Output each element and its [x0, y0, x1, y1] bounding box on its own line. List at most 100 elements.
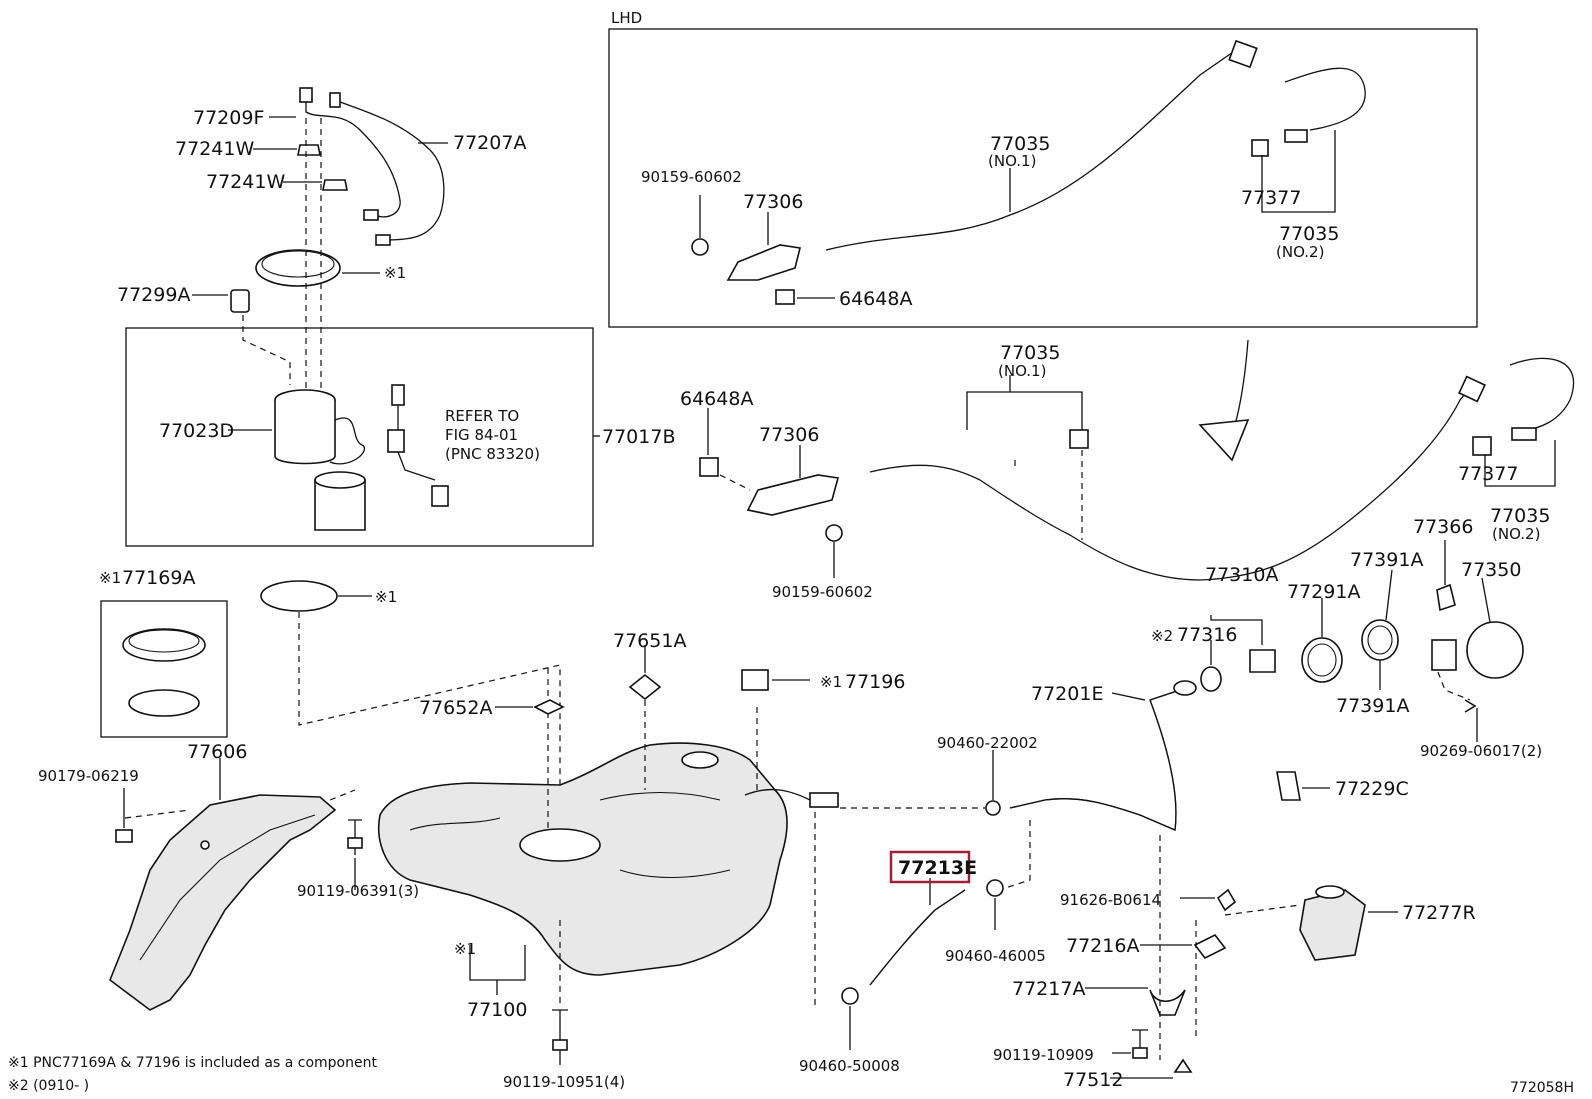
label-77017B: 77017B: [602, 426, 675, 448]
label-64648A: 64648A: [680, 388, 753, 410]
label-lhd-77035-no2: 77035: [1279, 223, 1339, 245]
label-91626-B0614: 91626-B0614: [1060, 891, 1161, 909]
label-77196: 77196: [845, 671, 905, 693]
clip-77241W-b: [322, 179, 348, 191]
label-77201E: 77201E: [1031, 683, 1103, 705]
valve-77196: [741, 669, 769, 691]
lid-spring-77366: [1436, 583, 1456, 612]
plug-77512: [1173, 1058, 1193, 1073]
pump-module-77023D: [274, 400, 336, 465]
pump-section: 77209F 77241W 77241W 77207A ※1 77299A: [117, 87, 526, 398]
lhd-77377-clip: [1251, 139, 1269, 157]
cap-77310A: [1249, 649, 1276, 673]
mark-tank: ※1: [454, 940, 476, 958]
lhd-screw: [691, 238, 709, 256]
footnote-1: ※1 PNC77169A & 77196 is included as a co…: [8, 1055, 377, 1071]
clip-77229C: [1276, 771, 1301, 801]
label-77651A: 77651A: [613, 630, 686, 652]
fuel-tank-77100: 77651A ※1 77196 77652A ※1 77100 90119-10…: [378, 630, 905, 1091]
label-77207A: 77207A: [453, 132, 526, 154]
label-77366: 77366: [1413, 516, 1473, 538]
label-lhd-77306: 77306: [743, 191, 803, 213]
lhd-inset: LHD 90159-60602 77306 64648A 77035 (NO.1…: [608, 9, 1478, 328]
label-90460-50008: 90460-50008: [799, 1057, 900, 1075]
label-77652A: 77652A: [419, 697, 492, 719]
label-77035-top: 77035: [1000, 342, 1060, 364]
label-90179-06219: 90179-06219: [38, 767, 139, 785]
mark-gasket: ※1: [375, 588, 397, 606]
footnote-2: ※2 (0910- ): [8, 1078, 89, 1094]
clip-77377: [1472, 436, 1492, 456]
label-77217A: 77217A: [1012, 978, 1085, 1000]
mark-77196: ※1: [820, 673, 842, 691]
label-90119-06391: 90119-06391(3): [297, 882, 419, 900]
lhd-cable: [825, 49, 1237, 251]
label-90460-46005: 90460-46005: [945, 947, 1046, 965]
figure-code: 772058H: [1510, 1080, 1574, 1096]
label-90159-60602: 90159-60602: [772, 583, 873, 601]
label-lhd-64648A: 64648A: [839, 288, 912, 310]
mark-77316: ※2: [1151, 627, 1173, 645]
lid-hinge: [1431, 639, 1457, 671]
refer-line-1: REFER TO: [445, 407, 519, 425]
label-77209F: 77209F: [193, 107, 264, 129]
clamp-90460-46005: [986, 879, 1004, 897]
label-90460-22002: 90460-22002: [937, 734, 1038, 752]
label-77035-no1: (NO.1): [998, 362, 1046, 380]
label-77391A-bottom: 77391A: [1336, 695, 1409, 717]
label-lhd-no1: (NO.1): [988, 152, 1036, 170]
label-lhd-77377: 77377: [1241, 187, 1301, 209]
cable-77035: [869, 387, 1471, 581]
valve-77299A: [230, 289, 250, 313]
pad-77651A: [628, 673, 662, 701]
filler-pipe-77201E: [1009, 689, 1181, 831]
label-lhd-77035: 77035: [990, 133, 1050, 155]
lhd-cable-end: [1228, 39, 1258, 69]
label-77229C: 77229C: [1335, 778, 1409, 800]
bolt-90119-10909: [1132, 1029, 1148, 1050]
gasket-77316: [1200, 666, 1222, 692]
label-77291A: 77291A: [1287, 581, 1360, 603]
sender-gauge: [391, 384, 405, 406]
line-77209F: [305, 95, 401, 218]
protector-77606: 77606 90179-06219 90119-06391(3): [38, 741, 419, 1011]
bracket-77217A: [1149, 989, 1186, 1016]
label-90269-06017: 90269-06017(2): [1420, 742, 1542, 760]
label-90119-10909: 90119-10909: [993, 1046, 1094, 1064]
clip-90179: [115, 829, 133, 843]
mark-ring: ※1: [384, 264, 406, 282]
mark-77169A: ※1: [99, 569, 121, 587]
label-77350: 77350: [1461, 559, 1521, 581]
bolt-91626: [1216, 888, 1237, 912]
label-77377: 77377: [1458, 463, 1518, 485]
label-77606: 77606: [187, 741, 247, 763]
label-77241W-b: 77241W: [206, 171, 285, 193]
brackets: 77229C 91626-B0614 77277R 77216A 77217A …: [993, 771, 1476, 1091]
line-77207A: [334, 99, 445, 241]
label-77299A: 77299A: [117, 284, 190, 306]
label-77023D: 77023D: [159, 420, 234, 442]
lhd-label: LHD: [611, 9, 642, 27]
clamp-90460-22002: [985, 800, 1001, 816]
highlight-box: [889, 850, 971, 884]
clip-77241W-a: [297, 144, 321, 156]
pad-77652A: [533, 699, 565, 715]
hose-77213E: [869, 889, 966, 986]
cap-parts: 77310A ※2 77316 77291A 77391A 77391A 773…: [1151, 516, 1542, 760]
label-77310A: 77310A: [1205, 564, 1278, 586]
arrow-icon: [1198, 419, 1250, 462]
label-77213E: 77213E: [898, 857, 977, 879]
label-77216A: 77216A: [1066, 935, 1139, 957]
lhd-77306-lever: [726, 244, 801, 281]
label-lhd-90159-60602: 90159-60602: [641, 168, 742, 186]
label-lhd-no2: (NO.2): [1276, 243, 1324, 261]
filler-neck-port: [809, 792, 839, 808]
clamp-90460-50008: [841, 987, 859, 1005]
tank-pump-opening: [519, 828, 601, 862]
label-77391A-top: 77391A: [1350, 549, 1423, 571]
label-77169A: 77169A: [122, 567, 195, 589]
label-77035-no2: 77035: [1490, 505, 1550, 527]
screw-90159: [825, 524, 843, 542]
lock-ring-kit: ※1 77169A: [99, 567, 228, 738]
lever-77306: [746, 474, 840, 516]
